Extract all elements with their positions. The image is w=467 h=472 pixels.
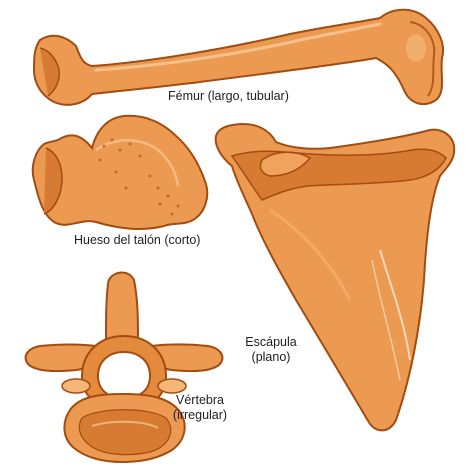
heel-bone-label: Hueso del talón (corto) [74, 233, 200, 248]
scapula-label-line2: (plano) [236, 350, 306, 365]
vertebra-label: Vértebra (irregular) [164, 393, 236, 423]
scapula-bone [216, 124, 455, 430]
scapula-label-line1: Escápula [236, 335, 306, 350]
vertebra-label-line1: Vértebra [164, 393, 236, 408]
vertebra-bone [26, 273, 223, 462]
femur-label: Fémur (largo, tubular) [168, 89, 289, 104]
vertebra-label-line2: (irregular) [164, 408, 236, 423]
heel-bone [33, 116, 208, 229]
scapula-label: Escápula (plano) [236, 335, 306, 365]
